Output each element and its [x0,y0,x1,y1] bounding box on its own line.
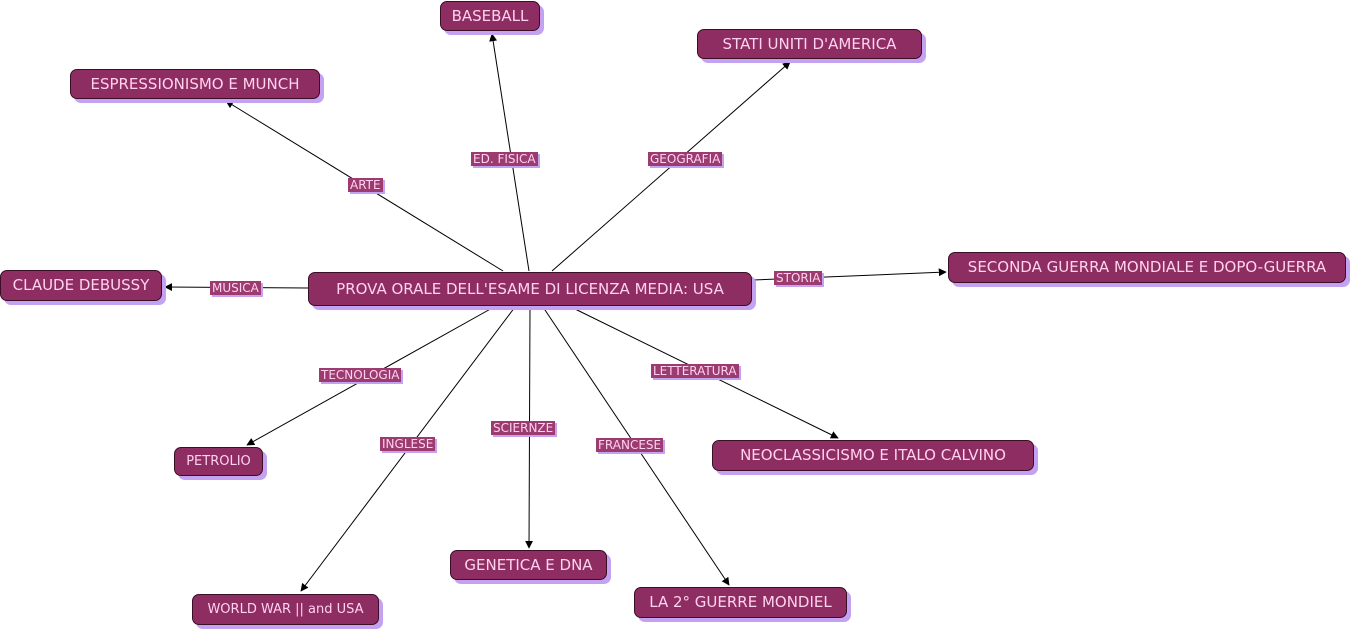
link-label-musica: MUSICA [210,281,261,295]
node-la-2-guerre[interactable]: LA 2° GUERRE MONDIEL [634,587,847,618]
link-label-geografia: GEOGRAFIA [648,152,723,166]
link-label-francese: FRANCESE [596,438,664,452]
link-label-tecnologia: TECNOLOGIA [319,368,402,382]
node-neoclassicismo[interactable]: NEOCLASSICISMO E ITALO CALVINO [712,440,1034,471]
node-petrolio[interactable]: PETROLIO [174,447,263,476]
link-label-scienze: SCIERNZE [491,421,556,435]
link-label-arte: ARTE [348,178,383,192]
link-label-ed-fisica: ED. FISICA [471,152,538,166]
node-stati-uniti[interactable]: STATI UNITI D'AMERICA [697,29,922,59]
link-label-storia: STORIA [774,271,823,285]
node-world-war[interactable]: WORLD WAR || and USA [192,594,379,625]
node-genetica[interactable]: GENETICA E DNA [450,550,607,580]
link-label-inglese: INGLESE [380,437,436,451]
center-node[interactable]: PROVA ORALE DELL'ESAME DI LICENZA MEDIA:… [308,272,752,306]
node-debussy[interactable]: CLAUDE DEBUSSY [0,270,162,301]
node-baseball[interactable]: BASEBALL [440,1,540,31]
node-espressionismo[interactable]: ESPRESSIONISMO E MUNCH [70,69,320,99]
edge-geografia [551,61,791,272]
link-label-letteratura: LETTERATURA [651,364,739,378]
node-seconda-guerra[interactable]: SECONDA GUERRA MONDIALE E DOPO-GUERRA [948,252,1346,283]
